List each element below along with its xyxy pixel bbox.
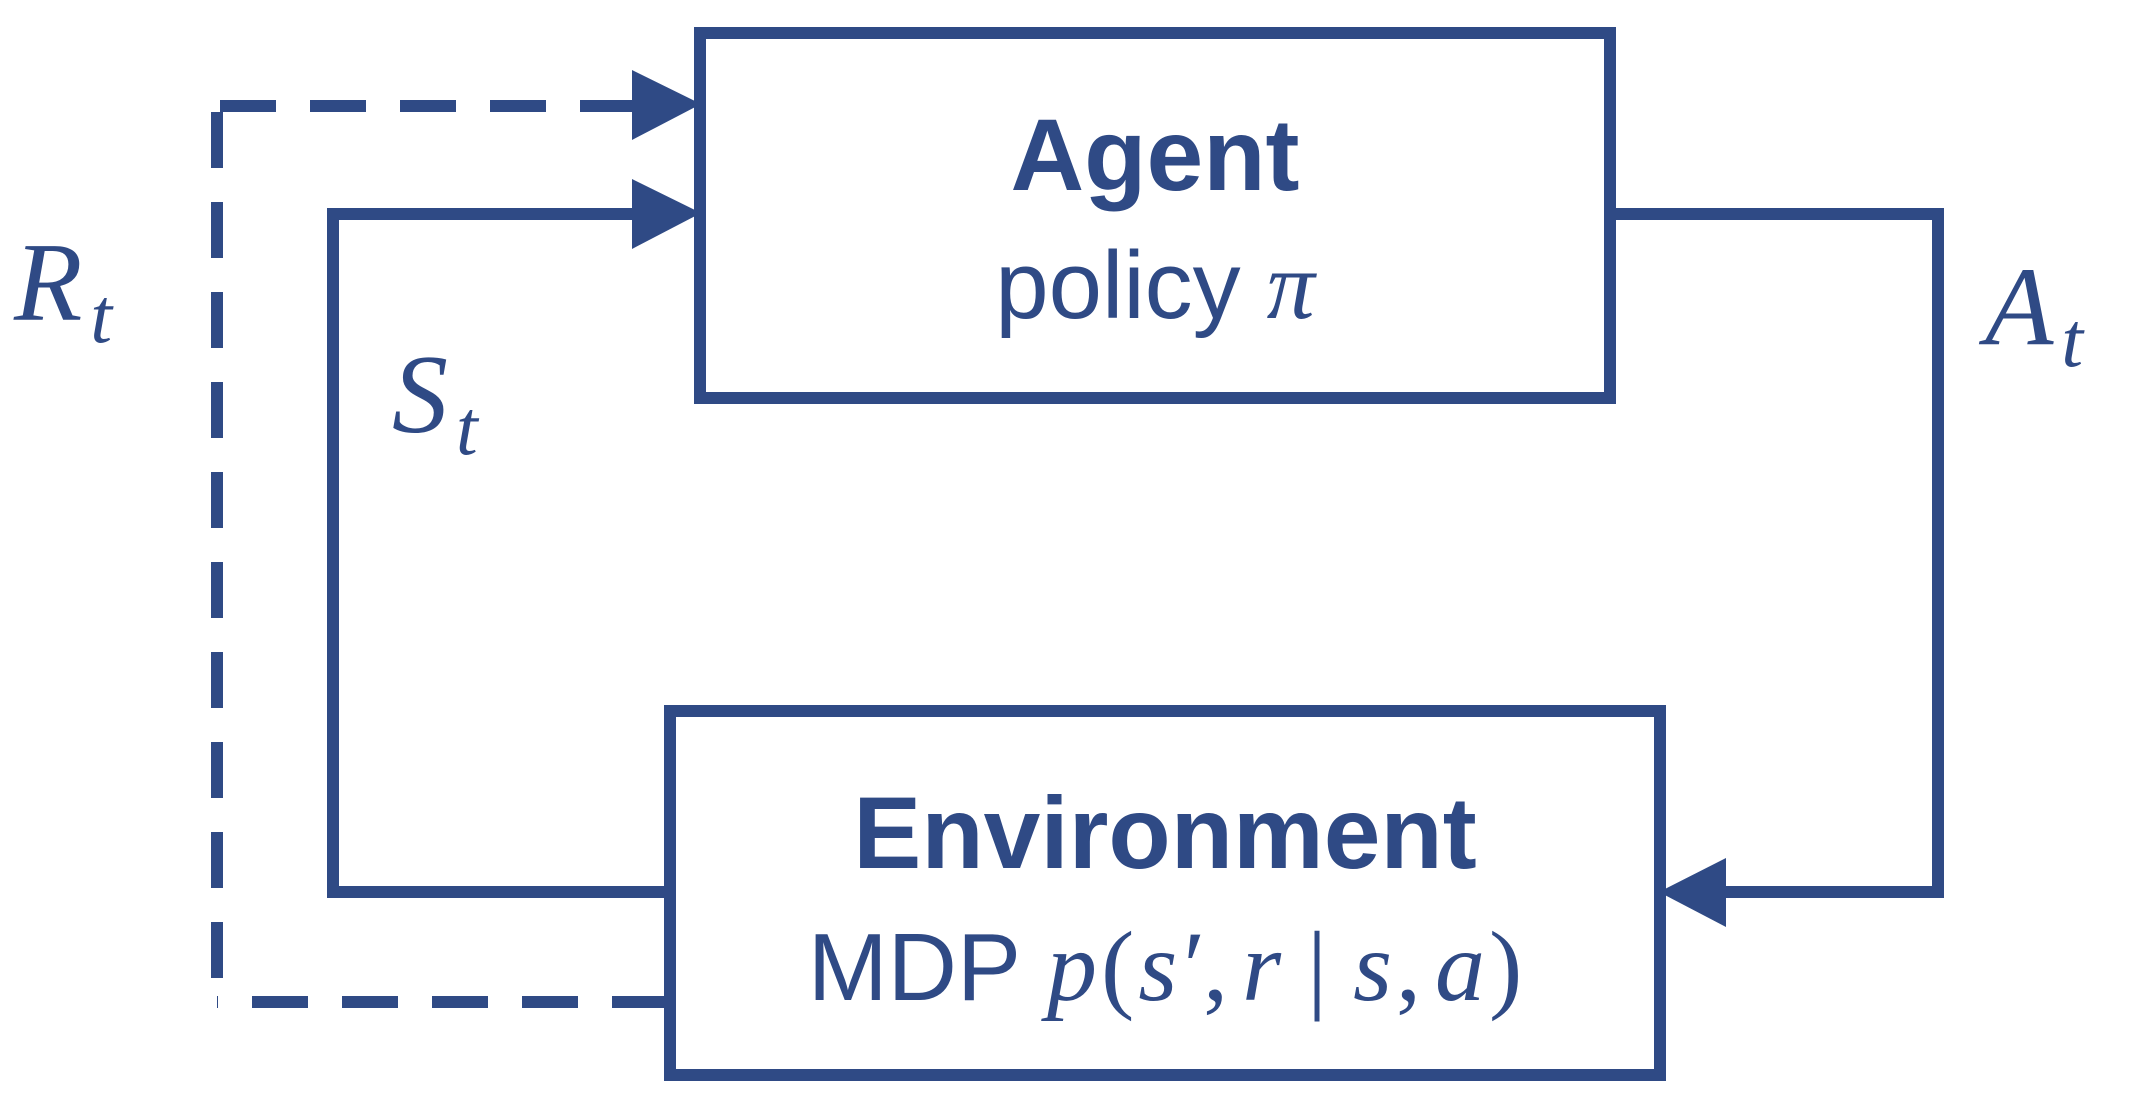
agent-policy-symbol: π — [1267, 232, 1318, 339]
state-label: S t — [392, 333, 480, 471]
environment-box: Environment MDP p ( s′ , r | s , a ) — [664, 705, 1666, 1081]
environment-model-s-prime: s′ — [1138, 911, 1201, 1022]
action-label: A t — [1978, 245, 2085, 383]
agent-policy-line: policy π — [995, 232, 1317, 339]
action-path — [1610, 208, 1944, 898]
environment-model-bar: | — [1307, 911, 1327, 1022]
state-label-main: S — [392, 333, 448, 457]
environment-model-s: s — [1353, 911, 1392, 1022]
agent-box: Agent policy π — [694, 27, 1616, 404]
state-label-sub: t — [456, 384, 480, 471]
action-arrowhead — [1659, 858, 1726, 927]
action-label-main: A — [1978, 245, 2054, 369]
reward-label: R t — [13, 221, 114, 359]
state-path — [327, 208, 668, 898]
reward-label-sub: t — [90, 272, 114, 359]
environment-model-open: ( — [1101, 911, 1134, 1022]
agent-policy-label: policy — [995, 232, 1240, 339]
environment-box-border — [664, 705, 1666, 1081]
agent-box-border — [694, 27, 1616, 404]
environment-model-line: MDP p ( s′ , r | s , a ) — [808, 911, 1523, 1022]
environment-model-comma1: , — [1203, 911, 1228, 1022]
environment-model-r: r — [1242, 911, 1282, 1022]
state-arrowhead — [632, 179, 701, 249]
agent-title: Agent — [1011, 98, 1300, 212]
environment-model-func: p — [1041, 911, 1097, 1022]
reward-loop — [211, 70, 701, 1008]
reward-label-main: R — [13, 221, 82, 345]
action-label-sub: t — [2061, 296, 2085, 383]
environment-model-comma2: , — [1396, 911, 1421, 1022]
environment-model-a: a — [1435, 911, 1485, 1022]
state-loop — [327, 179, 701, 898]
reward-arrowhead — [632, 70, 701, 140]
environment-model-close: ) — [1489, 911, 1522, 1022]
action-loop — [1610, 208, 1944, 927]
environment-title: Environment — [853, 776, 1476, 890]
environment-model-label: MDP — [808, 914, 1021, 1021]
